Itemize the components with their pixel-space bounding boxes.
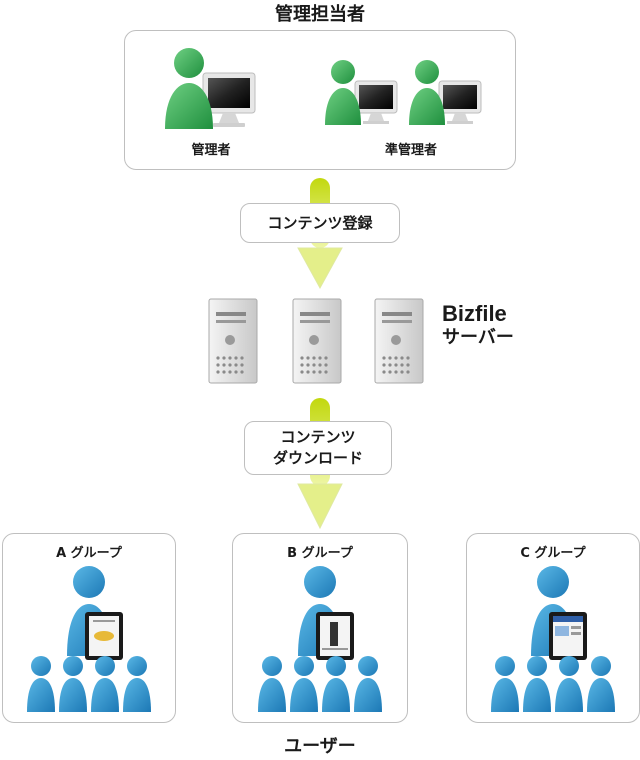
server-icon-2 — [292, 298, 342, 384]
server-icon-1 — [208, 298, 258, 384]
server-caption: Bizfile サーバー — [442, 302, 514, 350]
sub-admin-label: 準管理者 — [384, 143, 437, 158]
download-label-line2: ダウンロード — [272, 449, 363, 467]
group-box-a: A グループ — [2, 533, 176, 723]
admin-user-icon — [161, 47, 261, 131]
upload-label: コンテンツ登録 — [240, 203, 400, 243]
group-a-users-icon — [21, 562, 157, 714]
sub-admin-user-icon-1 — [323, 59, 403, 127]
group-b-users-icon — [252, 562, 388, 714]
group-b-label: B グループ — [287, 546, 353, 561]
group-a-label: A グループ — [56, 546, 122, 561]
server-label: サーバー — [442, 327, 514, 348]
group-c-users-icon — [485, 562, 621, 714]
users-title: ユーザー — [284, 736, 356, 757]
group-box-b: B グループ — [232, 533, 408, 723]
admin-box: 管理者 準管理者 — [124, 30, 516, 170]
group-box-c: C グループ — [466, 533, 640, 723]
download-label: コンテンツ ダウンロード — [244, 421, 392, 475]
admin-section-title: 管理担当者 — [275, 4, 365, 25]
sub-admin-user-icon-2 — [407, 59, 487, 127]
group-c-label: C グループ — [520, 546, 586, 561]
server-icon-3 — [374, 298, 424, 384]
server-name: Bizfile — [442, 301, 507, 326]
admin-label: 管理者 — [191, 143, 231, 158]
download-label-line1: コンテンツ — [280, 428, 356, 446]
